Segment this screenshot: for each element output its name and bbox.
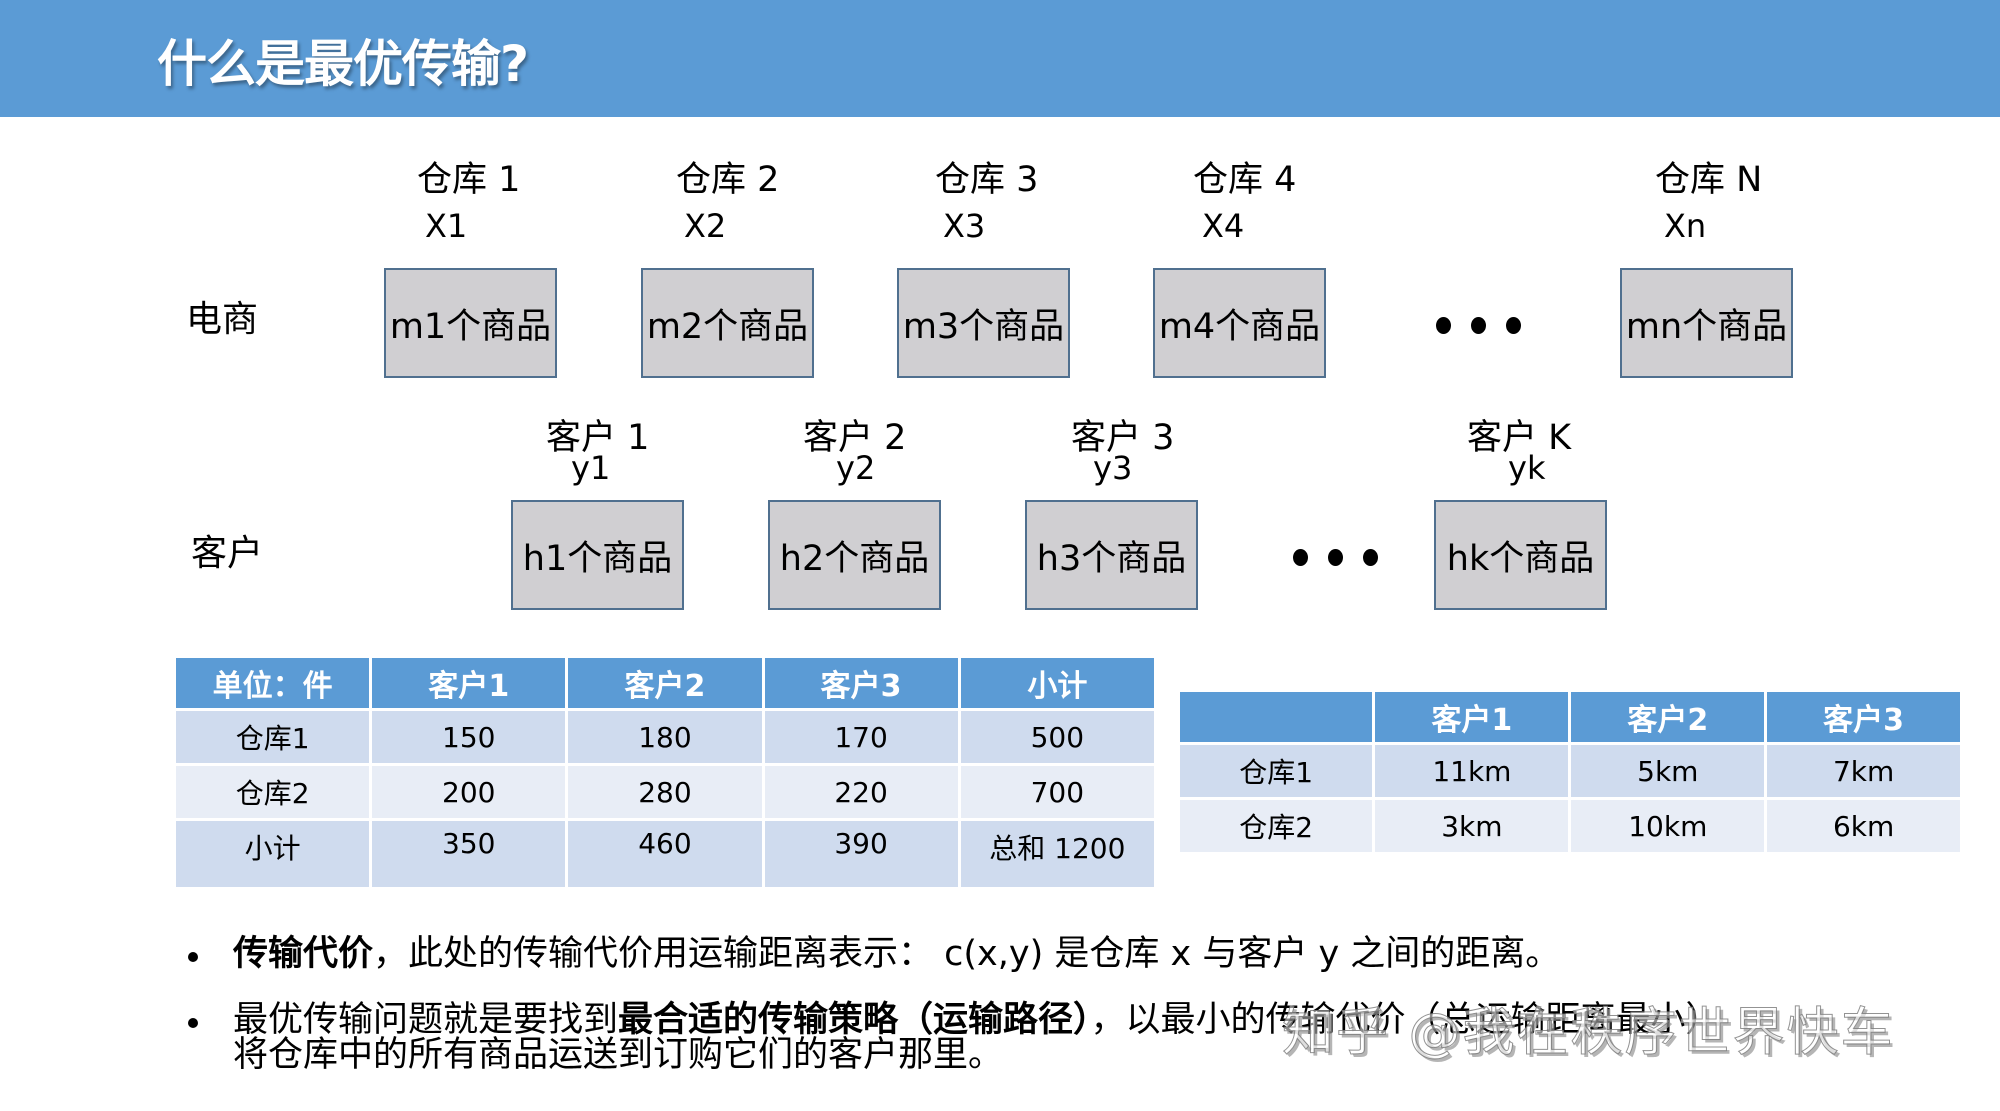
- ellipsis-dot: [1506, 317, 1521, 334]
- customer-label-1: 客户 1: [546, 418, 650, 458]
- customer-ellipsis: [1293, 549, 1378, 566]
- customer-box-1-text: h1个商品: [522, 538, 673, 579]
- warehouse-box-4-text: m4个商品: [1158, 306, 1321, 347]
- table-cell: 700: [960, 766, 1154, 818]
- table-row: 仓库2 200 280 220 700: [176, 766, 1154, 818]
- header-cell: 客户1: [1375, 692, 1569, 742]
- supplier-row-label: 电商: [186, 299, 259, 340]
- row-header-cell: 小计: [176, 821, 370, 887]
- distance-table: 客户1 客户2 客户3 仓库1 11km 5km 7km 仓库2 3km 10k…: [1177, 689, 1963, 855]
- customer-label-k: 客户 K: [1467, 418, 1572, 458]
- customer-label-3: 客户 3: [1071, 418, 1175, 458]
- warehouse-box-2: m2个商品: [641, 268, 814, 378]
- header-cell: [1180, 692, 1373, 742]
- customer-var-3: y3: [1093, 449, 1133, 487]
- bullet-2-bold: 最合适的传输策略（运输路径）: [618, 1000, 1091, 1040]
- quantity-table: 单位：件 客户1 客户2 客户3 小计 仓库1 150 180 170 500 …: [173, 655, 1157, 890]
- warehouse-box-3-text: m3个商品: [902, 306, 1065, 347]
- table-row: 仓库2 3km 10km 6km: [1180, 800, 1960, 852]
- bullet-2-post: ，以最小的传输代价（总运输距离最小）: [1090, 1000, 1721, 1040]
- customer-var-k: yk: [1508, 449, 1546, 487]
- title-bar: 什么是最优传输?: [0, 0, 2000, 117]
- warehouse-var-3: X3: [943, 207, 986, 245]
- table-cell: 6km: [1767, 800, 1960, 852]
- table-cell: 220: [764, 766, 958, 818]
- warehouse-var-2: X2: [684, 207, 727, 245]
- bullet-1-bold: 传输代价: [233, 934, 374, 974]
- table-cell: 460: [568, 821, 762, 887]
- warehouse-ellipsis: [1436, 317, 1521, 334]
- header-cell: 客户2: [568, 658, 762, 708]
- header-cell: 客户3: [1767, 692, 1960, 742]
- table-cell: 总和 1200: [960, 821, 1154, 887]
- ellipsis-dot: [1293, 549, 1308, 566]
- warehouse-label-1: 仓库 1: [417, 160, 521, 200]
- table-cell: 5km: [1571, 745, 1765, 797]
- bullet-item-1: 传输代价，此处的传输代价用运输距离表示： c(x,y) 是仓库 x 与客户 y …: [180, 932, 1980, 976]
- customer-box-3-text: h3个商品: [1036, 538, 1187, 579]
- watermark: 知乎 @我在秩序世界快车: [1282, 1003, 1895, 1064]
- bullet-list: 传输代价，此处的传输代价用运输距离表示： c(x,y) 是仓库 x 与客户 y …: [180, 932, 1980, 1096]
- warehouse-label-3: 仓库 3: [935, 160, 1039, 200]
- table-cell: 3km: [1375, 800, 1569, 852]
- row-header-cell: 仓库1: [1180, 745, 1373, 797]
- bullet-2-continuation: 将仓库中的所有商品运送到订购它们的客户那里。: [233, 1035, 1004, 1075]
- table-cell: 180: [568, 711, 762, 763]
- customer-box-k-text: hk个商品: [1446, 538, 1595, 579]
- table-row: 小计 350 460 390 总和 1200: [176, 821, 1154, 887]
- warehouse-box-1: m1个商品: [384, 268, 557, 378]
- warehouse-box-2-text: m2个商品: [646, 306, 809, 347]
- customer-box-2: h2个商品: [768, 500, 941, 610]
- customer-box-k: hk个商品: [1434, 500, 1607, 610]
- warehouse-box-3: m3个商品: [897, 268, 1070, 378]
- ellipsis-dot: [1436, 317, 1451, 334]
- table-cell: 350: [372, 821, 566, 887]
- warehouse-var-4: X4: [1202, 207, 1245, 245]
- warehouse-var-n: Xn: [1664, 207, 1707, 245]
- table-row: 仓库1 150 180 170 500: [176, 711, 1154, 763]
- row-header-cell: 仓库1: [176, 711, 370, 763]
- warehouse-label-2: 仓库 2: [676, 160, 780, 200]
- table-cell: 150: [372, 711, 566, 763]
- row-header-cell: 仓库2: [176, 766, 370, 818]
- header-cell: 客户1: [372, 658, 566, 708]
- table-cell: 200: [372, 766, 566, 818]
- customer-var-2: y2: [836, 449, 876, 487]
- warehouse-label-4: 仓库 4: [1193, 160, 1297, 200]
- customer-box-2-text: h2个商品: [779, 538, 930, 579]
- customer-box-3: h3个商品: [1025, 500, 1198, 610]
- table-cell: 500: [960, 711, 1154, 763]
- header-cell: 单位：件: [176, 658, 370, 708]
- customer-row-label: 客户: [191, 533, 264, 574]
- row-header-cell: 仓库2: [1180, 800, 1373, 852]
- ellipsis-dot: [1471, 317, 1486, 334]
- header-cell: 客户3: [764, 658, 958, 708]
- warehouse-box-1-text: m1个商品: [389, 306, 552, 347]
- table-row: 仓库1 11km 5km 7km: [1180, 745, 1960, 797]
- customer-var-1: y1: [571, 449, 611, 487]
- distance-table-header: 客户1 客户2 客户3: [1180, 692, 1960, 742]
- table-cell: 11km: [1375, 745, 1569, 797]
- header-cell: 小计: [960, 658, 1154, 708]
- table-cell: 390: [764, 821, 958, 887]
- quantity-table-header: 单位：件 客户1 客户2 客户3 小计: [176, 658, 1154, 708]
- warehouse-var-1: X1: [425, 207, 468, 245]
- warehouse-box-4: m4个商品: [1153, 268, 1326, 378]
- bullet-item-2: 最优传输问题就是要找到最合适的传输策略（运输路径），以最小的传输代价（总运输距离…: [180, 998, 1980, 1074]
- header-cell: 客户2: [1571, 692, 1765, 742]
- slide-title: 什么是最优传输?: [157, 35, 529, 93]
- customer-box-1: h1个商品: [511, 500, 684, 610]
- ellipsis-dot: [1328, 549, 1343, 566]
- table-cell: 280: [568, 766, 762, 818]
- warehouse-label-n: 仓库 N: [1655, 160, 1763, 200]
- customer-label-2: 客户 2: [803, 418, 907, 458]
- bullet-1-text: ，此处的传输代价用运输距离表示： c(x,y) 是仓库 x 与客户 y 之间的距…: [373, 934, 1561, 974]
- ellipsis-dot: [1363, 549, 1378, 566]
- bullet-2-pre: 最优传输问题就是要找到: [233, 1000, 619, 1040]
- table-cell: 7km: [1767, 745, 1960, 797]
- warehouse-box-n-text: mn个商品: [1625, 306, 1788, 347]
- table-cell: 170: [764, 711, 958, 763]
- warehouse-box-n: mn个商品: [1620, 268, 1793, 378]
- table-cell: 10km: [1571, 800, 1765, 852]
